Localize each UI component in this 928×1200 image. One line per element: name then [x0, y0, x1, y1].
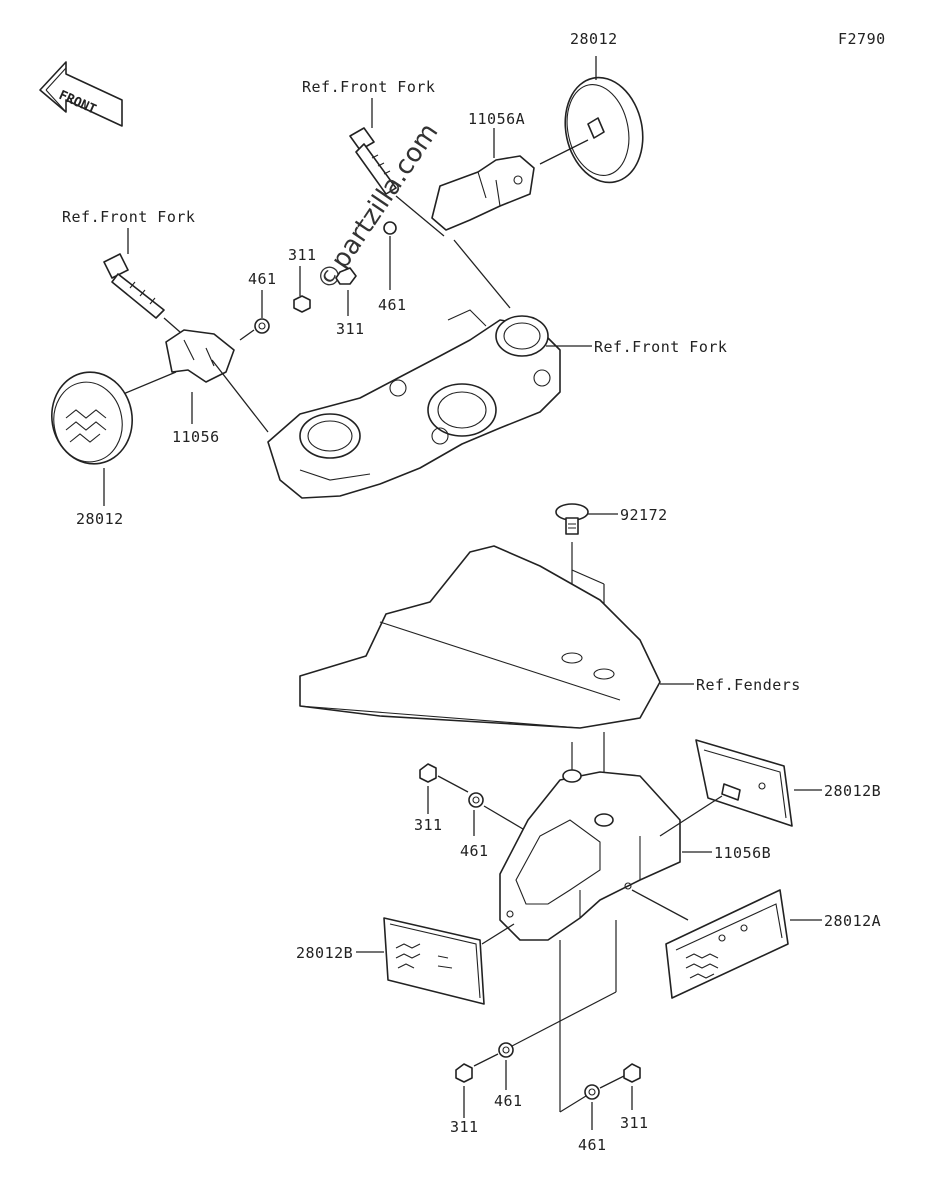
callout-ref-fenders: Ref.Fenders — [696, 676, 801, 694]
callout-461-a: 461 — [248, 270, 277, 288]
bracket-11056A — [431, 155, 535, 231]
callout-311-d: 311 — [450, 1118, 479, 1136]
nut-311-c-part — [419, 763, 437, 783]
screw-92172 — [555, 503, 589, 535]
callout-92172: 92172 — [620, 506, 668, 524]
nut-311-e-part — [623, 1063, 641, 1083]
fork-clamp-assembly — [267, 309, 561, 499]
callout-28012B-right: 28012B — [824, 782, 881, 800]
callout-311-b: 311 — [336, 320, 365, 338]
reflector-28012B-left — [383, 917, 485, 1005]
washer-461-b-part — [383, 221, 397, 235]
bolt-top — [349, 127, 397, 195]
reflector-28012B-right — [695, 739, 793, 827]
callout-461-e: 461 — [578, 1136, 607, 1154]
callout-11056A: 11056A — [468, 110, 525, 128]
callout-461-c: 461 — [460, 842, 489, 860]
callout-ref-front-fork-top: Ref.Front Fork — [302, 78, 435, 96]
bolt-left — [103, 253, 165, 319]
callout-ref-front-fork-left: Ref.Front Fork — [62, 208, 195, 226]
bracket-11056B — [499, 769, 681, 941]
callout-28012-left: 28012 — [76, 510, 124, 528]
nut-311-a-part — [293, 295, 311, 313]
reflector-28012A — [665, 889, 789, 999]
callout-311-a: 311 — [288, 246, 317, 264]
reflector-top-right — [564, 76, 644, 184]
washer-461-c-part — [468, 792, 484, 808]
callout-ref-front-fork-right: Ref.Front Fork — [594, 338, 727, 356]
callout-11056: 11056 — [172, 428, 220, 446]
washer-461-a-part — [254, 318, 270, 334]
callout-28012-top: 28012 — [570, 30, 618, 48]
callout-461-d: 461 — [494, 1092, 523, 1110]
fender — [299, 545, 661, 729]
washer-461-d-part — [498, 1042, 514, 1058]
nut-311-b-part — [335, 267, 357, 285]
washer-461-e-part — [584, 1084, 600, 1100]
figure-code: F2790 — [838, 30, 886, 48]
callout-461-b: 461 — [378, 296, 407, 314]
callout-311-e: 311 — [620, 1114, 649, 1132]
reflector-left — [51, 371, 133, 465]
callout-311-c: 311 — [414, 816, 443, 834]
front-arrow-icon: FRONT — [39, 61, 123, 127]
bracket-11056 — [165, 329, 235, 383]
callout-28012A: 28012A — [824, 912, 881, 930]
watermark: ©partzilla.com — [311, 118, 445, 296]
nut-311-d-part — [455, 1063, 473, 1083]
callout-11056B: 11056B — [714, 844, 771, 862]
callout-28012B-left: 28012B — [296, 944, 353, 962]
